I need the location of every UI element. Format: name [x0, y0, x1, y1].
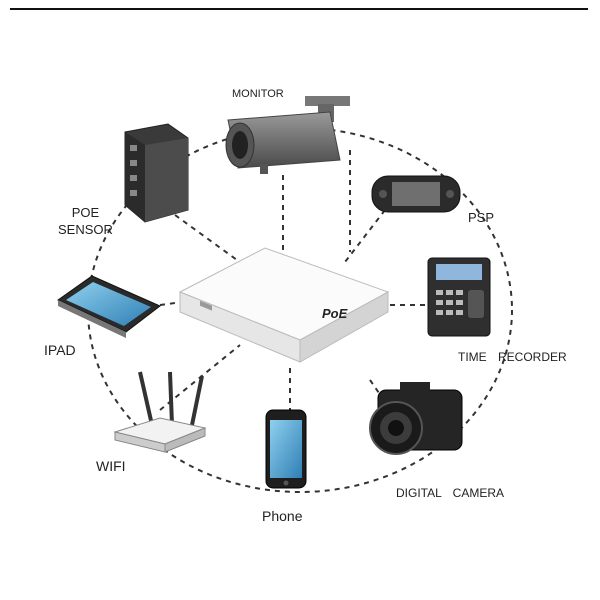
dslr-camera-icon	[369, 382, 463, 455]
hub-brand-text: PoE	[322, 306, 348, 321]
label-digital-camera: DIGITAL CAMERA	[396, 486, 505, 500]
label-psp: PSP	[468, 210, 495, 225]
time-clock-terminal-icon	[427, 257, 491, 337]
network-switch-icon	[124, 123, 189, 223]
label-poe-sensor: POE SENSOR	[58, 204, 113, 238]
handheld-console-icon	[371, 175, 461, 213]
label-wifi: WIFI	[96, 458, 126, 474]
smartphone-icon	[265, 409, 307, 489]
cctv-camera-icon	[225, 96, 350, 174]
tablet-icon	[57, 275, 161, 338]
poe-hub-icon: PoE	[178, 247, 390, 363]
label-time-recorder: TIME RECORDER	[458, 350, 567, 364]
label-poe-line1: POE	[71, 205, 100, 220]
label-poe-line2: SENSOR	[58, 222, 113, 237]
top-rule	[10, 8, 588, 10]
connection-ring	[87, 127, 513, 493]
wifi-router-icon	[113, 371, 207, 453]
label-ipad: IPAD	[44, 342, 76, 358]
label-monitor: MONITOR	[232, 88, 284, 100]
label-phone: Phone	[262, 508, 303, 524]
